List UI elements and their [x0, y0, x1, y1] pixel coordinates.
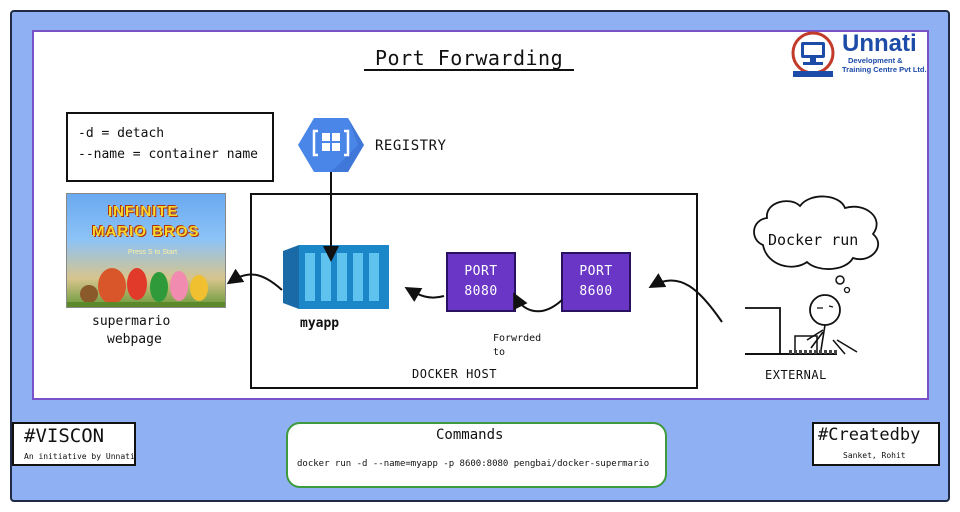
page-title: Port Forwarding [375, 46, 564, 70]
viscon-subtitle: An initiative by Unnati [24, 452, 135, 461]
port-8600-box: PORT 8600 [561, 252, 631, 312]
commands-box [286, 422, 667, 488]
port8600-to-port8080-arrow [513, 292, 563, 313]
viscon-title: #VISCON [24, 425, 105, 447]
supermario-screenshot [66, 193, 226, 308]
mario-press-start: Press S to Start [128, 249, 178, 256]
title-underline [364, 69, 574, 71]
unnati-logo-icon [791, 31, 835, 77]
logo-subtitle-2: Training Centre Pvt Ltd. [842, 65, 927, 74]
external-user-art [745, 195, 880, 355]
container-icon [283, 245, 389, 309]
container-to-webpage-arrow [226, 268, 283, 291]
port-8080-word: PORT [464, 264, 498, 279]
logo-subtitle-1: Development & [848, 56, 903, 65]
external-label: EXTERNAL [765, 368, 827, 382]
myapp-label: myapp [300, 316, 340, 331]
viscon-badge [12, 422, 136, 466]
external-to-port8600-arrow [648, 273, 723, 323]
thought-cloud [753, 195, 880, 270]
mario-characters-art [67, 268, 225, 307]
docker-run-thought: Docker run [768, 231, 859, 249]
port-8600-word: PORT [579, 264, 613, 279]
port-8080-number: 8080 [464, 284, 498, 299]
docker-run-command: docker run -d --name=myapp -p 8600:8080 … [297, 459, 650, 469]
registry-icon [298, 118, 364, 172]
detach-note: -d = detach [78, 126, 165, 141]
forwarded-label: Forwrded [493, 333, 542, 344]
createdby-badge [812, 422, 940, 466]
createdby-names: Sanket, Rohit [843, 451, 906, 460]
port-8080-box: PORT 8080 [446, 252, 516, 312]
webpage-label: webpage [107, 332, 162, 347]
supermario-label: supermario [92, 314, 171, 329]
mario-title-line1: INFINITE [108, 203, 179, 220]
port8080-to-container-arrow [404, 286, 445, 302]
name-note: --name = container name [78, 147, 259, 162]
registry-label: REGISTRY [375, 138, 447, 154]
logo-name: Unnati [842, 30, 917, 57]
port-8600-number: 8600 [579, 284, 613, 299]
createdby-title: #Createdby [818, 425, 921, 445]
commands-title: Commands [436, 427, 504, 443]
docker-host-label: DOCKER HOST [412, 367, 497, 381]
options-note-box [66, 112, 274, 182]
mario-title-line2: MARIO BROS [92, 223, 200, 240]
forwarded-to-label: to [493, 347, 506, 358]
